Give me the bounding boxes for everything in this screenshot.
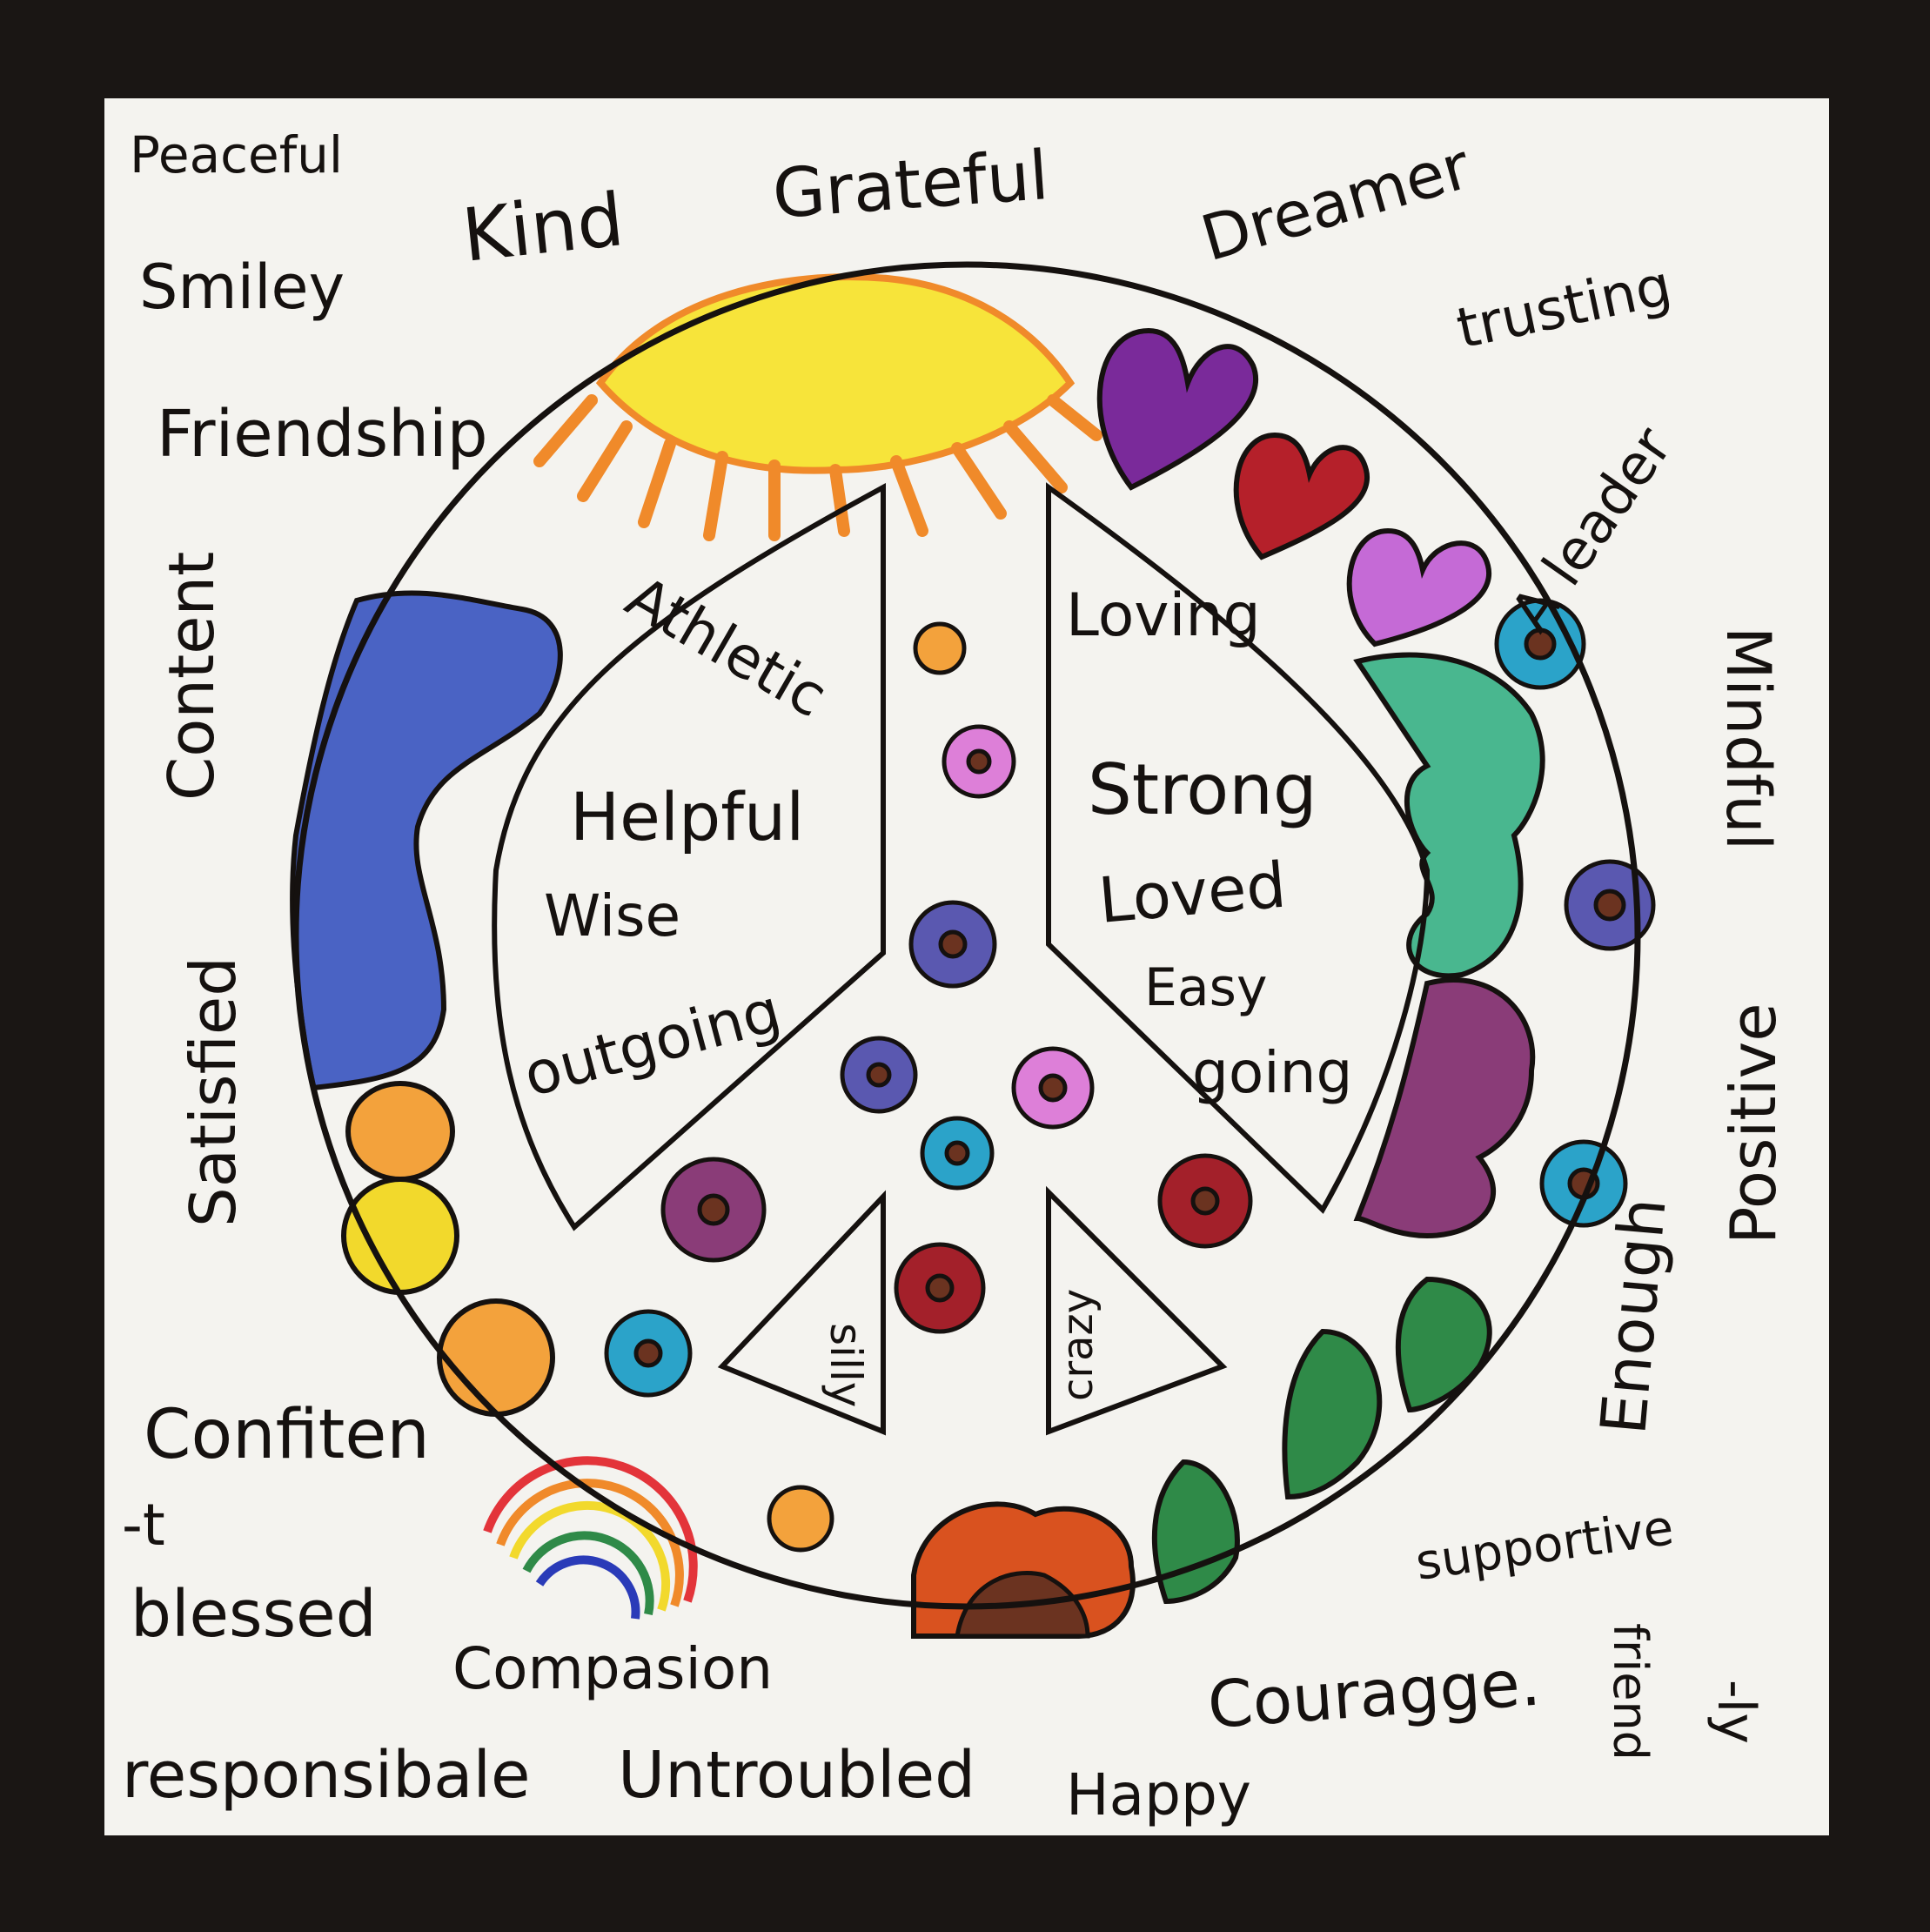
word-friend: friend: [1603, 1623, 1658, 1761]
outer-words: Peaceful Smiley Kind Grateful Dreamer tr…: [122, 125, 1790, 1828]
plum-blob: [1353, 977, 1536, 1239]
heart-red: [1233, 432, 1370, 560]
word-confiten-t: -t: [122, 1492, 165, 1559]
word-wise: Wise: [544, 882, 680, 949]
word-satisfied: Satisfied: [177, 956, 250, 1227]
smileys: [341, 1081, 555, 1417]
peace-sign: [492, 482, 1431, 1436]
word-loved: Loved: [1096, 848, 1289, 936]
word-kind: Kind: [459, 177, 627, 278]
peace-circle: [290, 261, 1656, 1639]
circle-outline: [292, 261, 1641, 1610]
word-positive: Positive: [1717, 1003, 1790, 1244]
word-helpful: Helpful: [570, 778, 804, 855]
word-friendship: Friendship: [157, 397, 488, 472]
word-silly: silly: [821, 1323, 871, 1407]
heart-purple: [1096, 327, 1259, 491]
word-friend-ly: -ly: [1706, 1680, 1766, 1744]
word-easy: Easy: [1144, 957, 1267, 1018]
blue-blob: [290, 590, 563, 1091]
word-strong: Strong: [1088, 749, 1317, 830]
word-confiten: Confiten: [144, 1396, 430, 1474]
leaves: [1151, 1276, 1492, 1605]
word-peaceful: Peaceful: [130, 125, 343, 184]
sun: [595, 273, 1076, 474]
word-smiley: Smiley: [139, 252, 345, 323]
word-responsibale: responsibale: [122, 1738, 531, 1813]
word-going: going: [1192, 1039, 1352, 1106]
word-crazy: crazy: [1054, 1289, 1102, 1401]
rainbow: [483, 1456, 698, 1620]
word-mindful: Mindful: [1712, 627, 1784, 850]
word-compasion: Compasion: [452, 1635, 773, 1702]
word-untroubled: Untroubled: [618, 1738, 975, 1813]
small-flowers: [604, 598, 1656, 1553]
word-happy: Happy: [1066, 1761, 1251, 1828]
teal-blob: [1353, 652, 1545, 979]
word-grateful: Grateful: [770, 137, 1051, 234]
word-content: Content: [155, 552, 228, 801]
word-blessed: blessed: [131, 1577, 377, 1652]
sun-rays: [533, 394, 1102, 541]
word-loving: Loving: [1066, 581, 1261, 650]
heart-pink: [1346, 527, 1492, 647]
